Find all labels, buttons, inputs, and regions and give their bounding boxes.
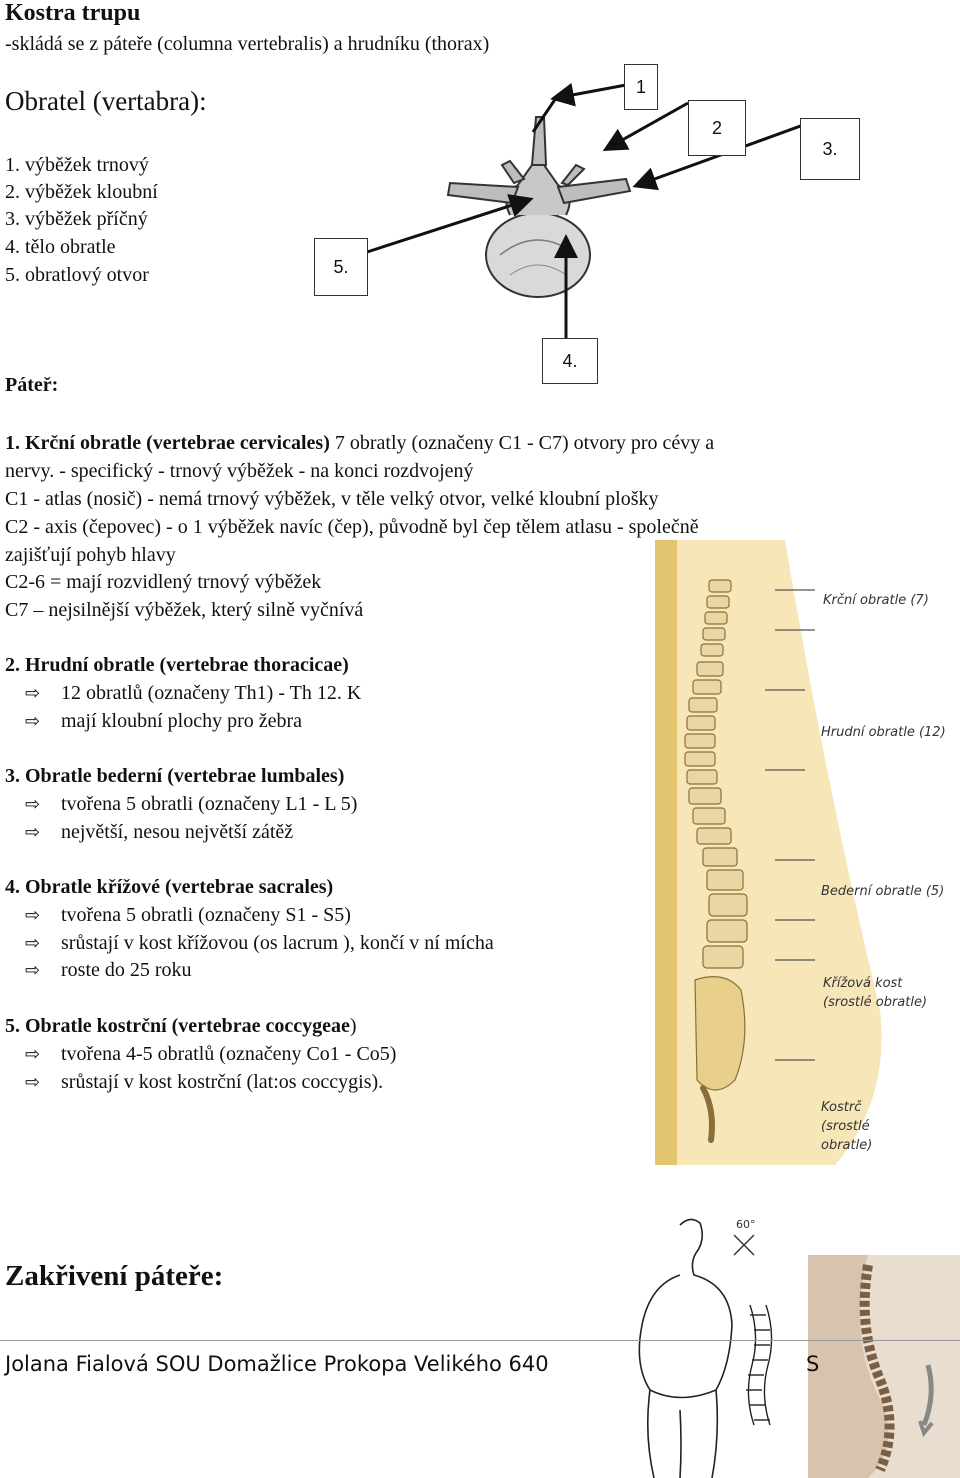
label-box-2: 2 [688, 100, 746, 156]
spine-illustration [655, 540, 882, 1165]
vertebra-pointer-lines [366, 82, 807, 338]
spine-heading: Páteř: [5, 374, 59, 396]
coccygeal-title: 5. Obratle kostrční (vertebrae coccygeae… [5, 1015, 357, 1037]
sacral-bullet-2: ⇨srůstají v kost křížovou (os lacrum ), … [5, 929, 494, 958]
arrow-bullet-icon: ⇨ [25, 1044, 41, 1065]
arrow-bullet-icon: ⇨ [25, 794, 41, 815]
curvature-heading: Zakřivení páteře: [5, 1260, 224, 1292]
coccygeal-bullet-1: ⇨tvořena 4-5 obratlů (označeny Co1 - Co5… [5, 1040, 396, 1069]
curvature-photo [808, 1255, 960, 1478]
cervical-line-3: C1 - atlas (nosič) - nemá trnový výběžek… [5, 488, 659, 510]
cervical-title-rest: 7 obratly (označeny C1 - C7) otvory pro … [329, 432, 715, 454]
posture-illustration [638, 1218, 773, 1478]
label-lumbar: Bederní obratle (5) [821, 884, 945, 899]
sacral-title: 4. Obratle křížové (vertebrae sacrales) [5, 876, 334, 898]
label-thoracic: Hrudní obratle (12) [821, 725, 946, 740]
arrow-bullet-icon: ⇨ [25, 711, 41, 732]
cervical-line-6: C2-6 = mají rozvidlený trnový výběžek [5, 571, 322, 593]
cervical-line-5: zajišťují pohyb hlavy [5, 544, 176, 566]
cervical-title-bold: 1. Krční obratle (vertebrae cervicales) [5, 432, 330, 454]
label-cervical: Krční obratle (7) [823, 593, 929, 608]
label-box-3: 3. [800, 118, 860, 180]
arrow-bullet-icon: ⇨ [25, 822, 41, 843]
label-box-4: 4. [542, 338, 598, 384]
arrow-bullet-icon: ⇨ [25, 1072, 41, 1093]
arrow-bullet-icon: ⇨ [25, 933, 41, 954]
arrow-bullet-icon: ⇨ [25, 905, 41, 926]
thoracic-title: 2. Hrudní obratle (vertebrae thoracicae) [5, 654, 349, 676]
cervical-line-2: nervy. - specifický - trnový výběžek - n… [5, 460, 474, 482]
thoracic-bullet-2: ⇨mají kloubní plochy pro žebra [5, 707, 302, 736]
arrow-bullet-icon: ⇨ [25, 683, 41, 704]
label-sacral-1: Křížová kost [823, 976, 903, 991]
sacral-bullet-3: ⇨roste do 25 roku [5, 956, 192, 985]
cervical-title: 1. Krční obratle (vertebrae cervicales) … [5, 429, 714, 457]
page-title: Kostra trupu [5, 0, 141, 26]
vertebra-item-4: 4. tělo obratle [5, 236, 116, 258]
vertebra-heading: Obratel (vertabra): [5, 86, 207, 116]
vertebra-item-3: 3. výběžek příčný [5, 208, 148, 230]
label-coccyx-1: Kostrč [821, 1100, 862, 1115]
lumbar-bullet-2: ⇨největší, nesou největší zátěž [5, 818, 293, 847]
label-coccyx-2: (srostlé [821, 1119, 870, 1134]
footer-fragment: S [806, 1352, 820, 1376]
footer-text: Jolana Fialová SOU Domažlice Prokopa Vel… [5, 1352, 549, 1376]
vertebra-item-5: 5. obratlový otvor [5, 264, 149, 286]
label-coccyx-3: obratle) [821, 1138, 873, 1153]
label-sacral-2: (srostlé obratle) [823, 995, 928, 1010]
sacral-bullet-1: ⇨tvořena 5 obratli (označeny S1 - S5) [5, 901, 351, 930]
arrow-bullet-icon: ⇨ [25, 960, 41, 981]
cervical-line-7: C7 – nejsilnější výběžek, který silně vy… [5, 599, 364, 621]
footer-divider [0, 1340, 960, 1341]
angle-label: 60° [736, 1218, 756, 1231]
page-subtitle: -skládá se z páteře (columna vertebralis… [5, 33, 490, 55]
label-box-1: 1 [624, 64, 658, 110]
thoracic-bullet-1: ⇨12 obratlů (označeny Th1) - Th 12. K [5, 679, 361, 708]
cervical-line-4: C2 - axis (čepovec) - o 1 výběžek navíc … [5, 516, 699, 538]
vertebra-item-2: 2. výběžek kloubní [5, 181, 158, 203]
label-box-5: 5. [314, 238, 368, 296]
coccygeal-bullet-2: ⇨srůstají v kost kostrční (lat:os coccyg… [5, 1068, 383, 1097]
vertebra-item-1: 1. výběžek trnový [5, 154, 149, 176]
lumbar-bullet-1: ⇨tvořena 5 obratli (označeny L1 - L 5) [5, 790, 357, 819]
lumbar-title: 3. Obratle bederní (vertebrae lumbales) [5, 765, 345, 787]
